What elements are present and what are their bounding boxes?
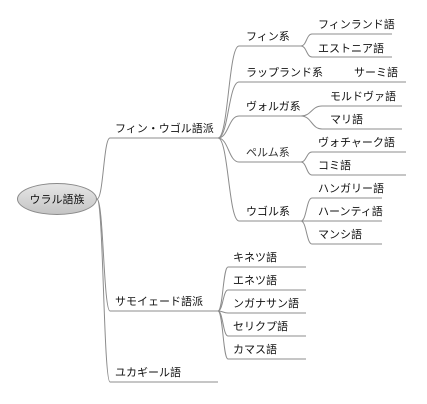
lang-sami[interactable]: サーミ語 [354,66,398,79]
lang-selkup[interactable]: セリクプ語 [233,320,288,333]
lang-mari[interactable]: マリ語 [330,113,363,126]
branch-samoyedic[interactable]: サモイェード語派 [115,295,203,308]
volgaic-connector [300,115,402,130]
branch-yukaghir[interactable]: ユカギール語 [115,366,181,379]
finno-ugric-connector [217,115,301,139]
finnic-connector [300,45,392,58]
permic-connector [300,161,406,176]
samoyedic-connector [217,310,306,314]
samoyedic-connector [217,266,306,312]
group-volgaic[interactable]: ヴォルガ系 [246,100,301,113]
volgaic-connector [300,105,402,117]
branch-finno-ugric[interactable]: フィン・ウゴル語派 [115,122,214,135]
lang-udmurt[interactable]: ヴォチャーク語 [318,136,395,149]
root-connector [96,137,218,200]
group-lappic[interactable]: ラップランド系 [246,66,323,79]
lang-kamas[interactable]: カマス語 [233,343,277,356]
permic-connector [300,151,406,163]
finno-ugric-connector [217,137,301,163]
root-node[interactable]: ウラル語族 [17,183,97,215]
root-label: ウラル語族 [29,193,85,206]
finno-ugric-connector [217,45,301,139]
lang-nganasan[interactable]: ンガナサン語 [233,297,299,310]
lang-enets[interactable]: エネツ語 [233,274,277,287]
ugric-connector [300,197,382,222]
group-permic[interactable]: ペルム系 [246,146,290,159]
finnic-connector [300,33,392,47]
group-ugric[interactable]: ウゴル系 [246,205,290,218]
group-finnic[interactable]: フィン系 [246,30,290,43]
finno-ugric-connector [217,137,301,222]
lang-finnish[interactable]: フィンランド語 [318,18,395,31]
lang-mansi[interactable]: マンシ語 [318,228,362,241]
lang-kinets[interactable]: キネツ語 [233,251,277,264]
lang-khanty[interactable]: ハーンティ語 [318,205,383,218]
lang-mordvin[interactable]: モルドヴァ語 [330,90,396,103]
samoyedic-connector [217,310,306,360]
ugric-connector [300,220,382,245]
finno-ugric-connector [217,81,301,139]
lang-hungarian[interactable]: ハンガリー語 [318,182,384,195]
samoyedic-connector [217,289,306,312]
root-connector [96,198,218,383]
lang-estonian[interactable]: エストニア語 [318,42,384,55]
lang-komi[interactable]: コミ語 [318,159,351,172]
